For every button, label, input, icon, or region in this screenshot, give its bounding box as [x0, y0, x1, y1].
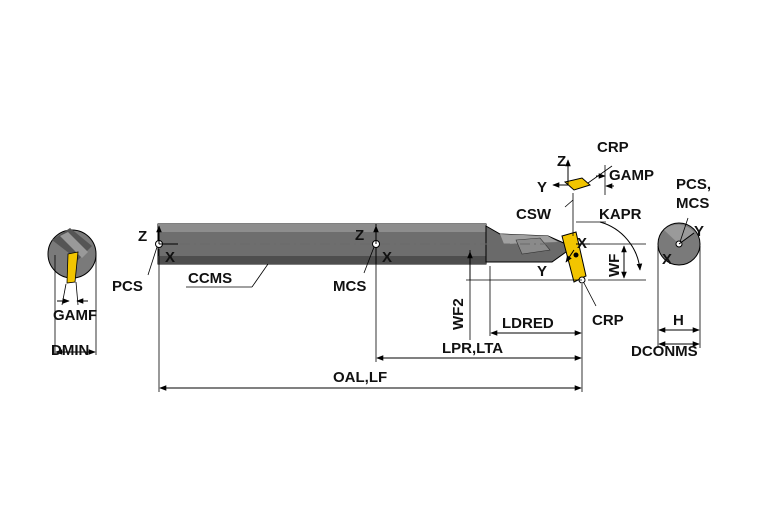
mcs-x-label: X — [382, 249, 392, 266]
right-end-x-label: X — [662, 251, 672, 268]
insert-z-label: Z — [557, 153, 566, 170]
gamp-label: GAMP — [609, 167, 654, 184]
pcs-z-label: Z — [138, 228, 147, 245]
crp-top-label: CRP — [597, 139, 629, 156]
right-end-y-label: Y — [694, 223, 704, 240]
right-end-view: PCS, MCS Y X H DCONMS — [631, 176, 711, 360]
mcs-z-label: Z — [355, 227, 364, 244]
lpr-lta-label: LPR,LTA — [442, 340, 503, 357]
pcs-leader — [147, 246, 158, 276]
crp-bottom-label: CRP — [592, 312, 624, 329]
dmin-label: DMIN — [51, 342, 89, 359]
kapr-label: KAPR — [599, 206, 642, 223]
mcs-coordinate-system: Z X MCS — [333, 225, 392, 295]
kapr-arc — [599, 221, 643, 271]
pcs-x-label: X — [165, 249, 175, 266]
pcs-label: PCS — [112, 278, 143, 295]
shank-bottom-band — [158, 256, 486, 264]
left-end-view: GAMF DMIN — [47, 228, 97, 359]
mcs-leader — [363, 246, 375, 274]
pcs-mcs-label-line2: MCS — [676, 195, 709, 212]
h-label: H — [673, 312, 684, 329]
gamf-ext-a — [61, 283, 67, 306]
ccms-leader — [251, 263, 269, 288]
shank-side-view — [157, 223, 587, 283]
csw-leader — [564, 199, 574, 208]
shank-top-band — [158, 224, 486, 232]
insert-screw — [573, 252, 579, 258]
pcs-coordinate-system: Z X PCS — [112, 225, 178, 295]
left-end-insert — [66, 251, 79, 284]
ccms-label: CCMS — [188, 270, 232, 287]
right-end-highlight — [664, 224, 694, 244]
pcs-mcs-label-line1: PCS, — [676, 176, 711, 193]
tool-neck-facet — [515, 237, 551, 255]
wf2-label: WF2 — [450, 298, 467, 330]
ldred-label: LDRED — [502, 315, 554, 332]
gamf-label: GAMF — [53, 307, 97, 324]
insert-top-shape — [563, 177, 592, 191]
mcs-label: MCS — [333, 278, 366, 295]
tip-x-label: X — [577, 235, 587, 252]
tip-y-label: Y — [537, 263, 547, 280]
right-end-y-axis — [678, 232, 695, 245]
oal-lf-label: OAL,LF — [333, 369, 387, 386]
ccms-callout: CCMS — [186, 263, 269, 288]
gamf-ext-b — [75, 281, 79, 306]
crp-bottom-leader — [583, 282, 597, 307]
left-end-highlight — [60, 232, 88, 258]
length-dimensions: WF2 LDRED LPR,LTA OAL,LF — [158, 249, 583, 392]
insert-y-label: Y — [537, 179, 547, 196]
tip-dimensions: KAPR X Y WF CRP — [537, 206, 646, 329]
wf-label: WF — [606, 254, 623, 277]
insert-top-view: Z CRP GAMP Y CSW — [516, 139, 654, 236]
pcs-mcs-leader — [679, 217, 689, 243]
csw-label: CSW — [516, 206, 552, 223]
dconms-label: DCONMS — [631, 343, 698, 360]
tip-insert — [561, 231, 587, 283]
tip-y-axis — [565, 249, 575, 263]
